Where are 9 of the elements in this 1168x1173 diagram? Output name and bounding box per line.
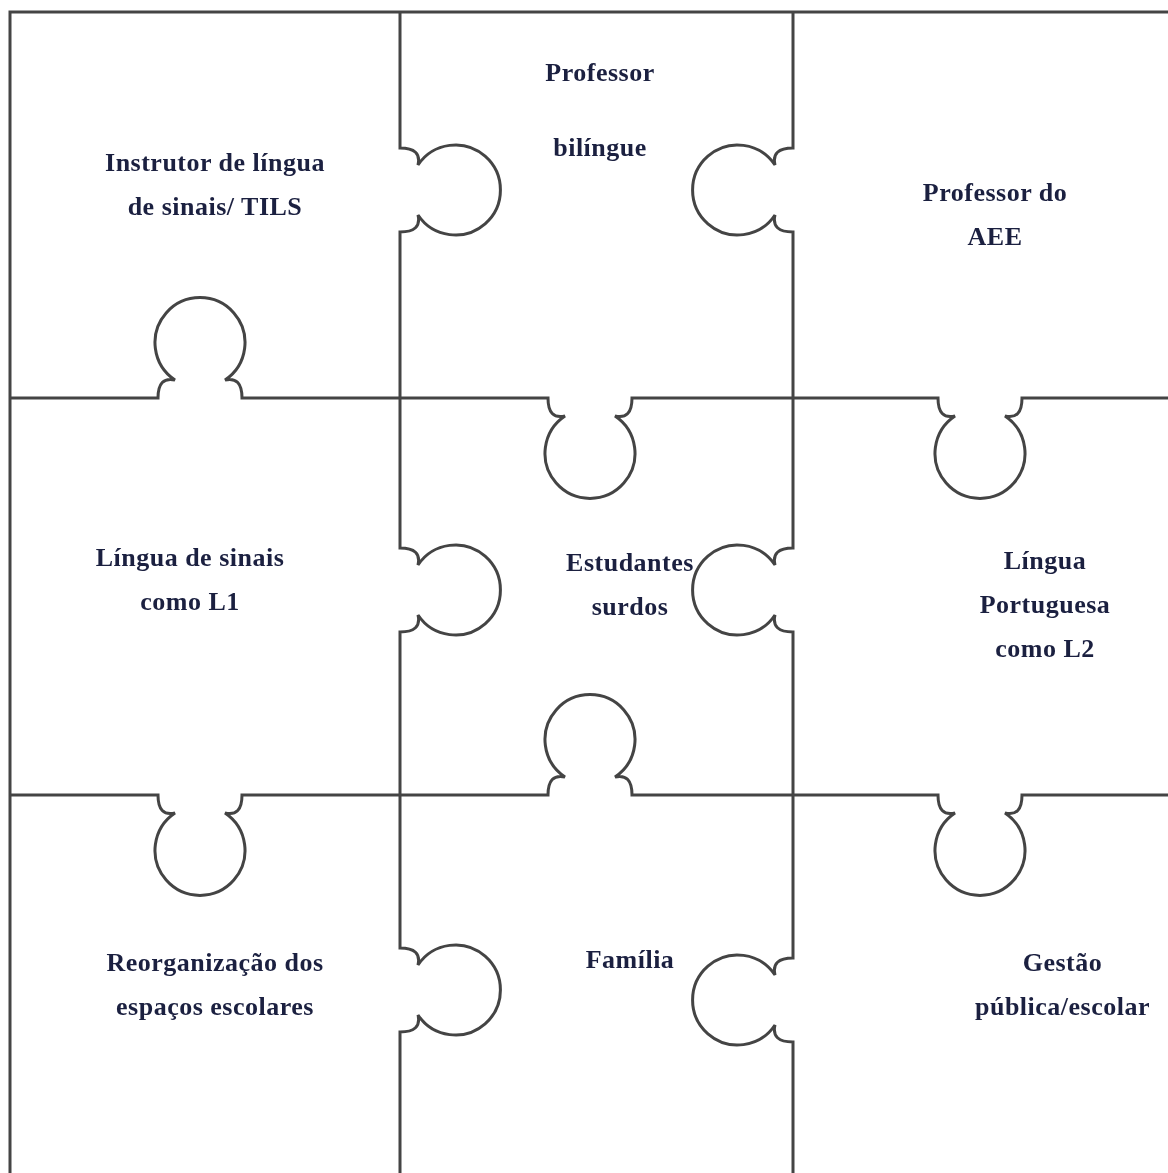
piece-label: Língua de sinais como L1 bbox=[95, 542, 285, 618]
piece-label: Estudantes surdos bbox=[565, 547, 695, 623]
piece-label: Família bbox=[585, 944, 675, 976]
piece-label: Gestão pública/escolar bbox=[973, 947, 1152, 1023]
piece-label: Professor do AEE bbox=[921, 177, 1069, 253]
piece-label: Língua Portuguesa como L2 bbox=[978, 545, 1112, 665]
piece-label: Instrutor de língua de sinais/ TILS bbox=[104, 147, 326, 223]
piece-label: Professor bilíngue bbox=[544, 57, 656, 164]
piece-label: Reorganização dos espaços escolares bbox=[105, 947, 325, 1023]
